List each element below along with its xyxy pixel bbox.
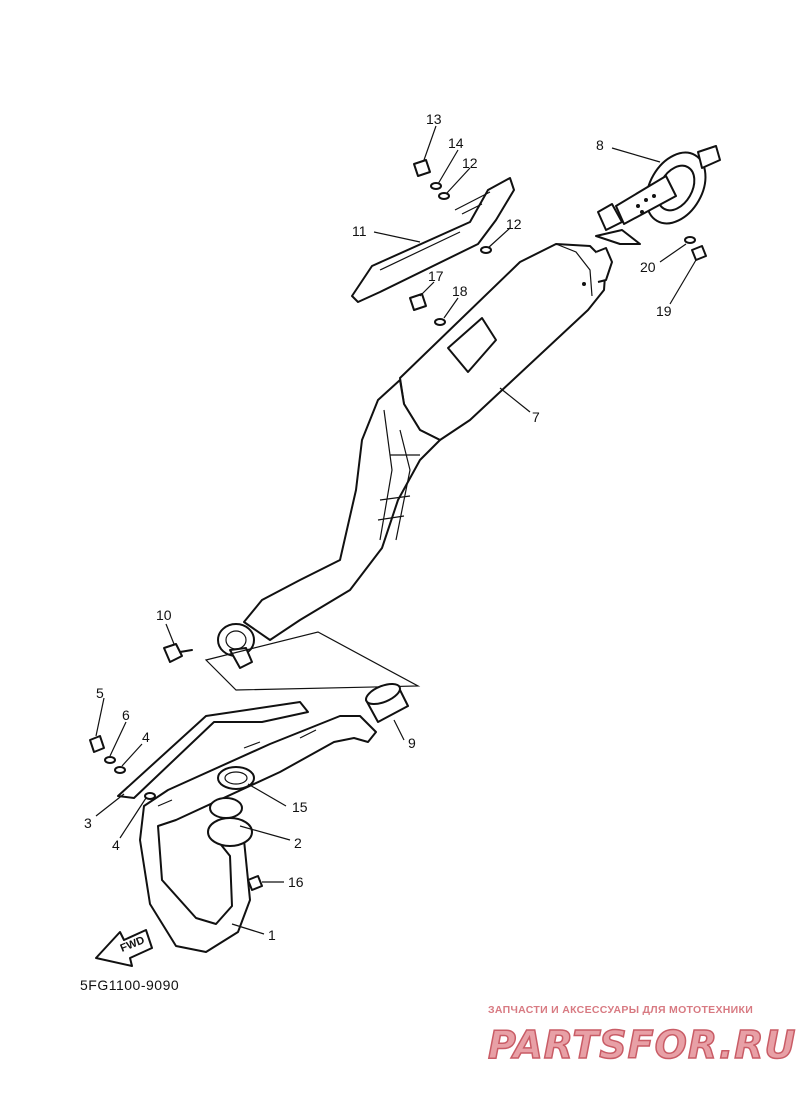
callout-1: 1 <box>268 927 276 943</box>
callouts: 13 14 12 12 11 17 18 8 7 20 19 10 9 5 6 … <box>84 111 672 943</box>
callout-10: 10 <box>156 607 172 623</box>
callout-3: 3 <box>84 815 92 831</box>
watermark-logo: PARTSFOR.RU <box>487 1022 796 1066</box>
callout-4: 4 <box>142 729 150 745</box>
callout-12: 12 <box>462 155 478 171</box>
callout-4: 4 <box>112 837 120 853</box>
callout-13: 13 <box>426 111 442 127</box>
part-1-exhaust-pipe <box>139 715 377 953</box>
callout-9: 9 <box>408 735 416 751</box>
callout-7: 7 <box>532 409 540 425</box>
part-9-gasket-sleeve <box>365 682 409 723</box>
part-8-spark-arrester <box>595 145 721 245</box>
callout-11: 11 <box>352 223 367 239</box>
callout-12: 12 <box>506 216 522 232</box>
part-3-bracket <box>117 701 309 799</box>
part-7-muffler <box>217 243 613 669</box>
part-2-flange <box>209 797 243 819</box>
watermark-caption: ЗАПЧАСТИ И АКСЕССУАРЫ ДЛЯ МОТОТЕХНИКИ <box>488 1004 754 1016</box>
fwd-direction-arrow: FWD <box>95 929 153 967</box>
callout-15: 15 <box>292 799 308 815</box>
part-15-gasket-ring <box>217 766 255 790</box>
callout-8: 8 <box>596 137 604 153</box>
callout-18: 18 <box>452 283 468 299</box>
callout-17: 17 <box>428 268 444 284</box>
diagram-code: 5FG1100-9090 <box>80 977 180 993</box>
callout-20: 20 <box>640 259 656 275</box>
callout-14: 14 <box>448 135 464 151</box>
part-10-bolt <box>163 643 193 663</box>
callout-19: 19 <box>656 303 672 319</box>
watermark-logo-text: PARTSFOR.RU <box>488 1023 796 1066</box>
part-11-heat-shield-bracket <box>351 177 515 303</box>
hardware-fasteners <box>89 159 707 891</box>
leader-lines <box>95 125 697 935</box>
assembly-guide-lines <box>204 631 421 691</box>
callout-16: 16 <box>288 874 304 890</box>
callout-5: 5 <box>96 685 104 701</box>
callout-2: 2 <box>294 835 302 851</box>
callout-6: 6 <box>122 707 130 723</box>
